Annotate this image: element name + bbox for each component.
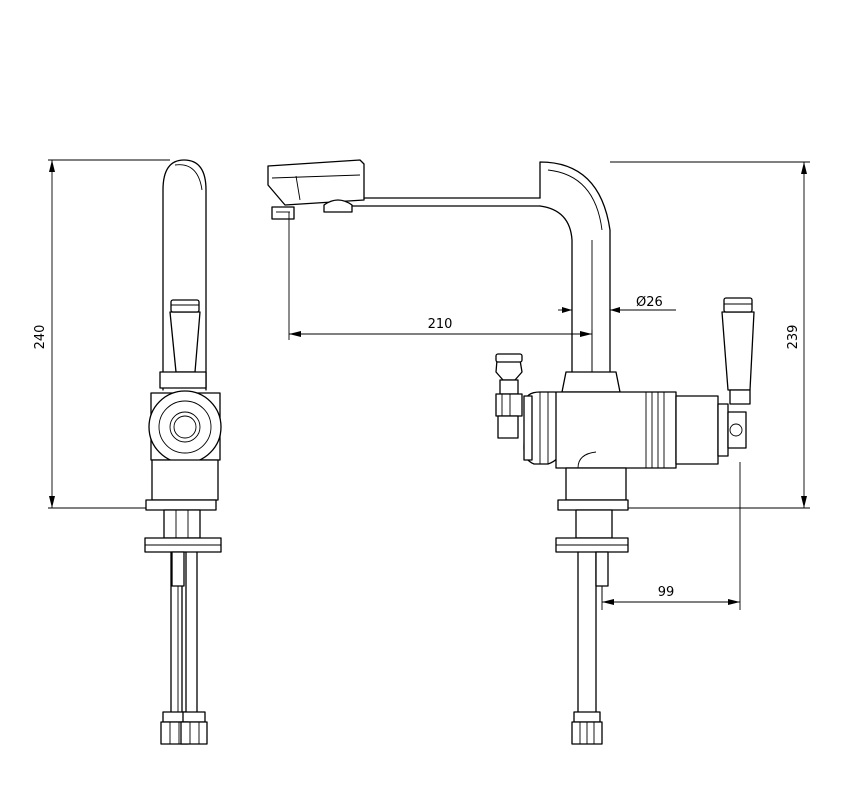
front-height-label: 240: [33, 325, 48, 350]
offset-label: 99: [658, 585, 675, 600]
diameter-label: Ø26: [636, 295, 663, 310]
front-height-dimension: [48, 159, 170, 509]
diameter-dimension: [558, 307, 676, 313]
side-height-dimension: [610, 161, 810, 509]
reach-dimension: [288, 212, 593, 372]
offset-dimension: [601, 462, 741, 610]
front-view-tap: [144, 159, 222, 745]
side-height-label: 239: [786, 325, 801, 350]
side-view-tap: [267, 159, 755, 745]
reach-label: 210: [428, 317, 453, 332]
